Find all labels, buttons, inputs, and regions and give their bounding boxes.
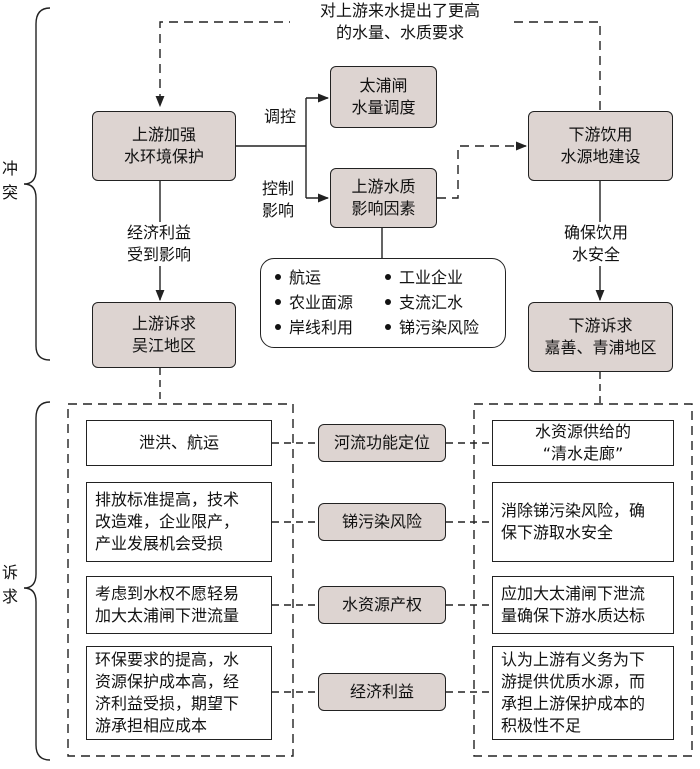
demand-brace (23, 401, 51, 761)
row1-right-box: 水资源供给的 “清水走廊” (492, 420, 674, 466)
taipu-dispatch-node: 太浦闸 水量调度 (330, 66, 437, 128)
bullet-dot (385, 323, 391, 330)
quality-factors-node: 上游水质 影响因素 (330, 168, 437, 228)
row4-left-box: 环保要求的提高，水 资源保护成本高，经 济利益受损，期望下 游承担相应成本 (86, 646, 272, 740)
top-note: 对上游来水提出了更高 的水量、水质要求 (290, 0, 510, 44)
row4-center-box: 经济利益 (318, 673, 446, 711)
conflict-label-2: 突 (1, 183, 18, 202)
conflict-brace (23, 7, 51, 361)
downstream-demand-node: 下游诉求 嘉善、青浦地区 (528, 302, 673, 372)
factor-text: 农业面源 (289, 293, 354, 312)
downstream-source-node: 下游饮用 水源地建设 (528, 111, 673, 181)
ensure-safety-label: 确保饮用 水安全 (564, 222, 629, 266)
factors-to-downstream-dashed-arrow (437, 141, 528, 199)
upstream-demand-region (67, 403, 294, 757)
factor-text: 锑污染风险 (399, 318, 480, 337)
upstream-demand-node: 上游诉求 吴江地区 (92, 302, 236, 368)
row3-right-box: 应加大太浦闸下泄流 量确保下游水质达标 (492, 576, 674, 634)
demand-label-1: 诉 (1, 563, 18, 582)
row4-right-box: 认为上游有义务为下 游提供优质水源，而 承担上游保护成本的 积极性不足 (492, 646, 674, 740)
factor-text: 航运 (289, 268, 322, 287)
row1-left-box: 泄洪、航运 (86, 420, 272, 466)
bullet-dot (385, 273, 391, 280)
factor-text: 工业企业 (399, 268, 464, 287)
economic-affected-label: 经济利益 受到影响 (127, 222, 192, 266)
row3-left-box: 考虑到水权不愿轻易 加大太浦闸下泄流量 (86, 576, 272, 634)
factor-text: 岸线利用 (289, 318, 354, 337)
demand-label-2: 求 (1, 587, 18, 606)
factor-item: 农业面源 (275, 292, 353, 314)
downstream-demand-region (473, 403, 693, 757)
regulate-label: 调控 (264, 107, 297, 126)
bullet-dot (275, 273, 281, 280)
control-label: 控制 影响 (262, 179, 295, 220)
factor-item: 支流汇水 (385, 292, 463, 314)
upstream-protect-node: 上游加强 水环境保护 (92, 111, 236, 181)
row1-center-box: 河流功能定位 (318, 424, 446, 462)
bullet-dot (385, 298, 391, 305)
row2-center-box: 锑污染风险 (318, 503, 446, 541)
factor-text: 支流汇水 (399, 293, 464, 312)
conflict-label-1: 冲 (1, 159, 18, 178)
bullet-dot (275, 298, 281, 305)
factor-item: 工业企业 (385, 267, 463, 289)
row2-left-box: 排放标准提高，技术 改造难，企业限产， 产业发展机会受损 (86, 482, 272, 562)
row2-right-box: 消除锑污染风险，确 保下游取水安全 (492, 482, 674, 562)
row3-center-box: 水资源产权 (318, 586, 446, 624)
factor-item: 锑污染风险 (385, 317, 479, 339)
factor-item: 航运 (275, 267, 321, 289)
factor-list: 航运 工业企业 农业面源 支流汇水 岸线利用 锑污染风险 (260, 258, 506, 348)
factor-item: 岸线利用 (275, 317, 353, 339)
bullet-dot (275, 323, 281, 330)
